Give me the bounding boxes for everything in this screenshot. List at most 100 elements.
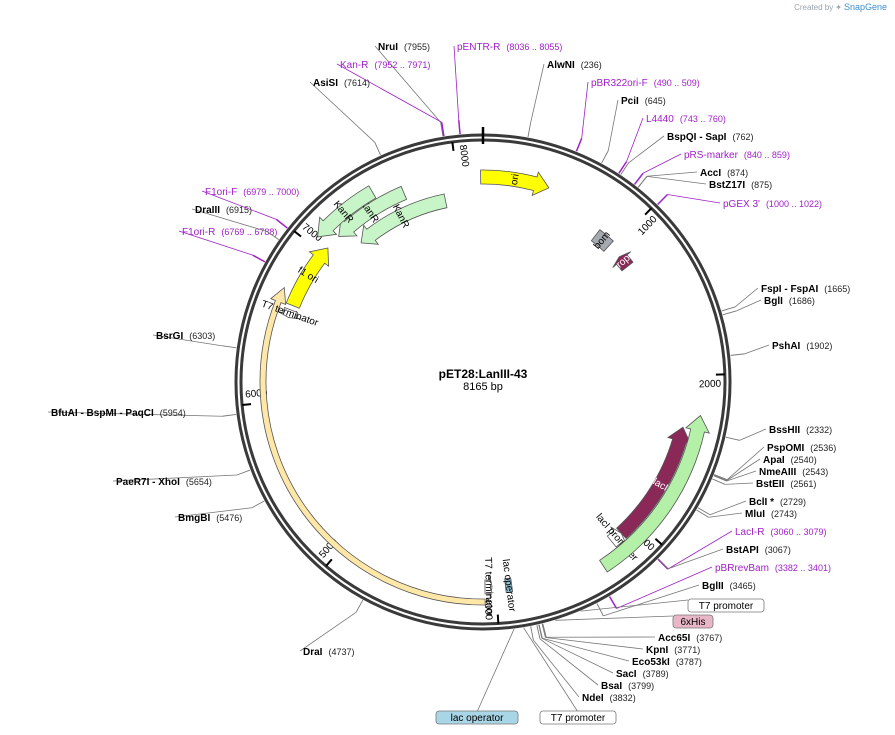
site-position: (3789) (643, 669, 669, 679)
site-label: pBRrevBam(3382 .. 3401) (715, 563, 831, 574)
site-tick (657, 558, 669, 570)
tick-label: 2000 (699, 379, 722, 391)
feature-label: rop (614, 253, 632, 271)
site-leader (299, 612, 357, 652)
site-position: (1686) (789, 296, 815, 306)
site-tick (620, 162, 629, 175)
site-leader (374, 45, 441, 123)
site-label: DraI (4737) (303, 647, 354, 658)
site-leader (539, 638, 599, 686)
feature-f1-ori (285, 247, 330, 309)
site-label: F1ori-R(6769 .. 6788) (182, 227, 277, 238)
feature-insert-green (599, 414, 711, 573)
feature-label: T7 terminator (482, 557, 495, 617)
site-tick (713, 475, 727, 482)
site-name: LacI-R (735, 527, 764, 538)
site-position: (6915) (226, 205, 252, 215)
feature-KanR-outer (360, 193, 448, 245)
site-label: pENTR-R(8036 .. 8055) (457, 42, 562, 53)
site-name: pBR322ori-F (591, 78, 648, 89)
site-position: (3787) (676, 657, 702, 667)
site-label: BsrGI(6303) (156, 331, 215, 342)
callout-box (539, 710, 617, 725)
site-label: pRS-marker(840 .. 859) (684, 150, 790, 161)
site-position: (2543) (802, 467, 828, 477)
site-position: (762) (732, 132, 753, 142)
site-tick (730, 353, 745, 356)
site-label: pGEX 3' (1000 .. 1022) (723, 199, 822, 210)
site-tick (658, 558, 669, 570)
site-label: BstEII(2561) (756, 479, 816, 490)
site-name: pGEX 3' (723, 199, 760, 210)
site-tick (725, 436, 740, 441)
callout-label: lac operator (451, 713, 504, 724)
site-position: (2561) (790, 479, 816, 489)
site-position: (490 .. 509) (654, 78, 700, 88)
site-name: KpnI (646, 645, 668, 656)
site-name: DraI (303, 647, 323, 658)
site-leader (708, 512, 743, 518)
site-tick (527, 123, 531, 138)
site-position: (6769 .. 6788) (221, 227, 277, 237)
site-name: BclI * (749, 497, 774, 508)
site-tick (440, 122, 444, 137)
site-leader (309, 81, 376, 143)
site-leader (667, 530, 733, 570)
site-tick (575, 137, 583, 152)
site-name: F1ori-F (205, 187, 237, 198)
site-position: (5476) (216, 513, 242, 523)
site-position: (1000 .. 1022) (766, 199, 822, 209)
site-leader (646, 176, 707, 185)
site-leader (628, 135, 665, 164)
site-label: BclI *(2729) (749, 497, 806, 508)
site-name: AlwNI (547, 60, 575, 71)
site-label: DraIII(6915) (195, 205, 252, 216)
site-name: BmgBI (178, 513, 210, 524)
site-position: (840 .. 859) (744, 150, 790, 160)
sites: NruI(7955)pENTR-R(8036 .. 8055)Kan-R(795… (47, 42, 850, 704)
site-leader (530, 63, 545, 124)
brand-text: SnapGene (843, 2, 887, 12)
site-position: (5654) (186, 477, 212, 487)
created-by-text: Created by (794, 2, 834, 12)
site-position: (1902) (806, 341, 832, 351)
feature-ori (480, 169, 550, 197)
site-position: (4737) (328, 647, 354, 657)
site-leader (453, 45, 460, 121)
feature-rop (612, 251, 634, 272)
site-label: BstAPI(3067) (726, 545, 791, 556)
site-leader (616, 566, 713, 609)
site-leader (725, 482, 754, 485)
site-label: KpnI(3771) (646, 645, 700, 656)
site-label: BsaI(3799) (601, 681, 654, 692)
site-name: AsiSI (313, 78, 338, 89)
site-position: (3767) (696, 633, 722, 643)
site-label: BspQI - SapI(762) (667, 132, 753, 143)
feature-T7-terminator-right (484, 574, 493, 599)
site-position: (3060 .. 3079) (770, 527, 826, 537)
site-label: LacI-R (3060 .. 3079) (735, 527, 827, 538)
feature-KanR-inner (338, 185, 408, 237)
site-name: BsrGI (156, 331, 183, 342)
site-name: PshAI (772, 341, 801, 352)
site-leader (607, 99, 619, 151)
site-label: BssHII(2332) (769, 425, 832, 436)
site-tick (712, 478, 726, 485)
site-tick (657, 193, 668, 206)
site-tick (618, 161, 628, 174)
callout-box (435, 710, 519, 725)
site-label: PshAI (1902) (772, 341, 832, 352)
site-leader (642, 153, 682, 174)
site-tick (538, 624, 543, 639)
plasmid-size: 8165 bp (463, 381, 503, 393)
site-label: BfuAI - BspMI - PaqCI(5954) (51, 408, 186, 419)
site-position: (2536) (810, 443, 836, 453)
site-leader (112, 474, 238, 482)
tick-1000 (644, 207, 653, 216)
site-leader (667, 194, 721, 204)
site-leader (726, 470, 757, 482)
site-tick (601, 150, 609, 164)
site-position: (3067) (765, 545, 791, 555)
site-position: (7952 .. 7971) (374, 60, 430, 70)
site-tick (721, 306, 736, 312)
